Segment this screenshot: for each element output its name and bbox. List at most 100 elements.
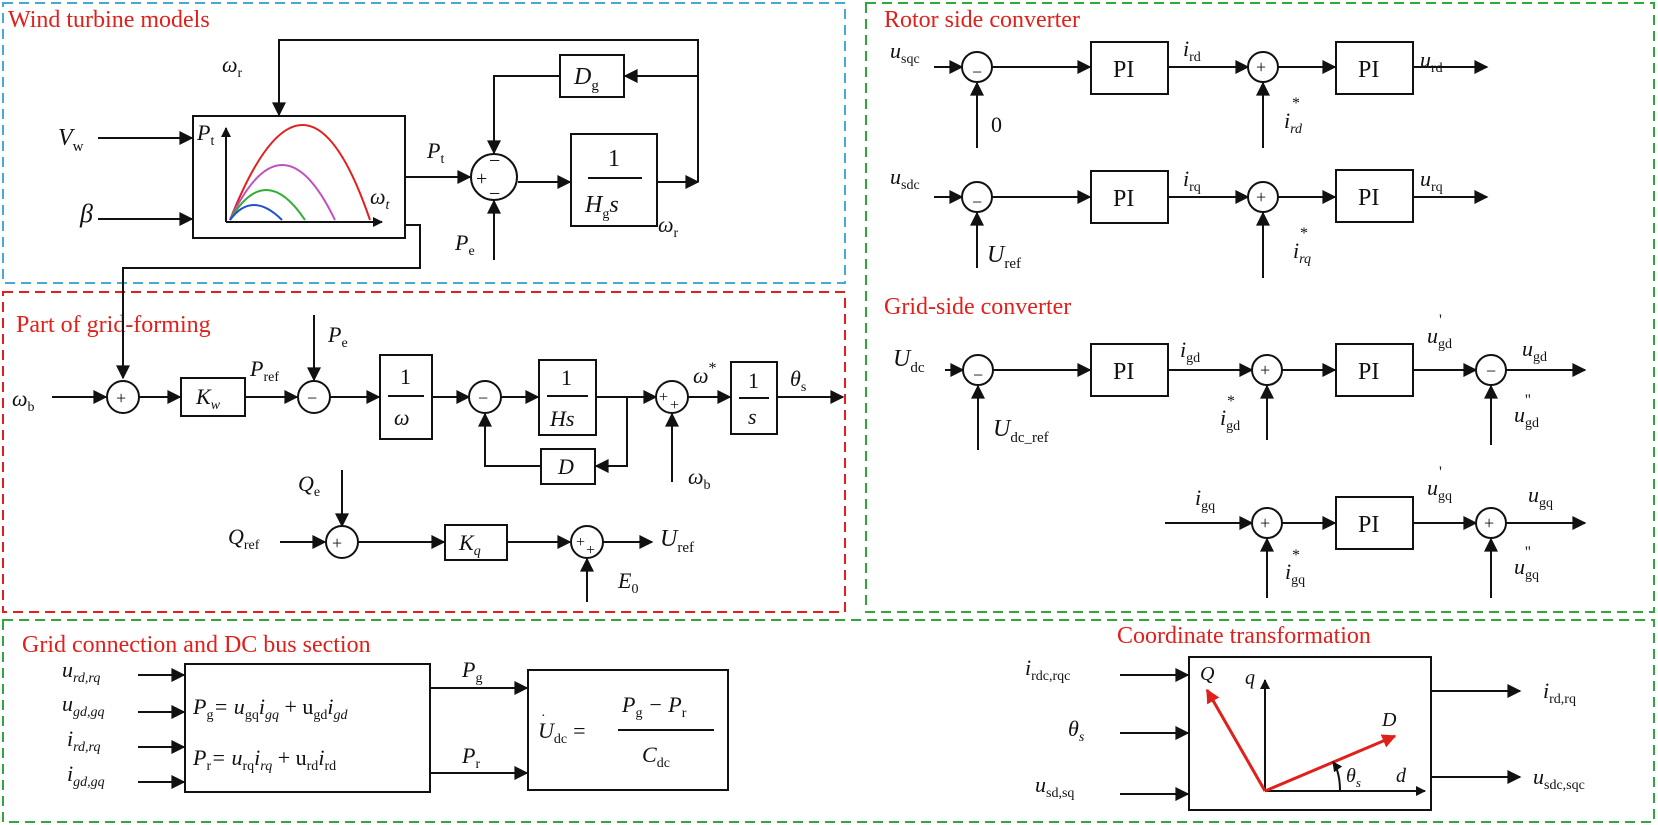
svg-text:−: − <box>1486 361 1496 381</box>
svg-text:Pg − Pr: Pg − Pr <box>621 692 687 721</box>
svg-text:d: d <box>1396 765 1407 787</box>
power-equation-block <box>184 663 431 793</box>
svg-text:q: q <box>1245 667 1255 689</box>
grid-forming-section-title: Part of grid-forming <box>16 312 211 338</box>
vw-label: Vw <box>58 125 84 155</box>
svg-text:D: D <box>1381 709 1397 731</box>
wind-section-title: Wind turbine models <box>8 7 210 33</box>
svg-text:ugd,gq: ugd,gq <box>62 691 105 720</box>
dg-block <box>559 54 625 98</box>
svg-text:Udc: Udc <box>893 346 925 376</box>
svg-text:igd: igd <box>1220 405 1240 434</box>
one-over-hs-block <box>538 359 597 436</box>
svg-text:ωt: ωt <box>370 184 391 213</box>
svg-text:θs: θs <box>1346 765 1361 790</box>
svg-text:urq: urq <box>1420 166 1443 195</box>
svg-text:PI: PI <box>1113 359 1134 385</box>
svg-text:igd,gq: igd,gq <box>67 761 105 790</box>
svg-text:θs: θs <box>790 366 806 395</box>
omega-r-label: ωr <box>222 52 243 81</box>
inertia-block <box>570 133 658 227</box>
pi-block-grid-1 <box>1090 343 1169 397</box>
svg-text:−: − <box>972 62 982 82</box>
svg-text:1: 1 <box>400 364 411 389</box>
svg-text:+: + <box>586 542 595 559</box>
svg-text:PI: PI <box>1358 185 1379 211</box>
svg-text:−: − <box>972 192 982 212</box>
converter-section-frame <box>865 2 1655 613</box>
svg-text:Pt: Pt <box>196 120 214 149</box>
svg-text:Udc_ref: Udc_ref <box>993 416 1049 446</box>
grid-side-section-title: Grid-side converter <box>884 294 1071 320</box>
svg-text:igq: igq <box>1195 485 1215 514</box>
svg-text:·: · <box>541 709 546 724</box>
svg-text:Q: Q <box>1200 663 1215 685</box>
svg-text:ωr: ωr <box>658 212 679 241</box>
svg-text:ωb: ωb <box>12 386 35 415</box>
pi-block-rotor-2 <box>1335 41 1414 95</box>
svg-text:*: * <box>1300 225 1308 242</box>
svg-text:Cdc: Cdc <box>642 742 670 771</box>
svg-text:Pg: Pg <box>461 657 482 686</box>
svg-text:+: + <box>116 388 126 408</box>
svg-text:Pref: Pref <box>249 356 279 385</box>
svg-text:Udc=: Udc= <box>538 718 586 747</box>
svg-text:+: + <box>476 168 487 190</box>
beta-label: β <box>79 199 93 228</box>
svg-text:ugq: ugq <box>1528 482 1553 511</box>
svg-text:*: * <box>1227 393 1235 410</box>
power-curve-1 <box>229 124 371 221</box>
svg-text:Hgs: Hgs <box>584 192 619 222</box>
svg-text:0: 0 <box>991 112 1002 137</box>
pi-block-rotor-1 <box>1090 41 1169 95</box>
svg-text:urd: urd <box>1420 47 1443 76</box>
svg-text:ω: ω <box>394 405 410 430</box>
svg-text:+: + <box>1260 513 1270 533</box>
svg-text:1: 1 <box>748 368 759 393</box>
svg-text:D: D <box>557 454 574 479</box>
svg-text:': ' <box>1439 464 1442 481</box>
pi-block-rotor-3 <box>1090 170 1169 224</box>
power-curve-4 <box>229 204 283 221</box>
svg-text:irdc,rqc: irdc,rqc <box>1025 655 1070 684</box>
wind-turbine-diagram: Pt ωt Vw β ωr Pt + − − Dg 1 Hgs ωr Pe <box>58 39 700 380</box>
q-axis-vector <box>1205 688 1267 792</box>
svg-text:Pg= ugqigq + ugdigd: Pg= ugqigq + ugdigd <box>192 694 348 723</box>
svg-text:+: + <box>1260 360 1270 380</box>
svg-text:PI: PI <box>1358 359 1379 385</box>
svg-text:θs: θs <box>1068 716 1085 745</box>
svg-text:ugq: ugq <box>1427 475 1452 504</box>
svg-text:'': '' <box>1525 392 1531 409</box>
svg-text:Hs: Hs <box>549 406 574 431</box>
svg-text:PI: PI <box>1358 57 1379 83</box>
pe-label: Pe <box>454 230 475 259</box>
coordinate-section-title: Coordinate transformation <box>1117 623 1371 649</box>
svg-text:E0: E0 <box>617 568 638 597</box>
grid-connection-section-title: Grid connection and DC bus section <box>22 632 371 658</box>
svg-text:ird: ird <box>1183 36 1201 65</box>
coordinate-diagram: irdc,rqc θs usd,sq Q q D d θs ird,rq usd… <box>1025 655 1585 811</box>
grid-side-diagram: Udc − Udc_ref PI igd + igd * PI ugd ' − … <box>893 312 1587 598</box>
svg-text:+: + <box>1484 513 1494 533</box>
svg-text:*: * <box>1292 95 1300 112</box>
svg-text:Pe: Pe <box>327 322 348 351</box>
power-curve-3 <box>229 189 306 221</box>
svg-text:−: − <box>489 183 500 205</box>
svg-text:+: + <box>576 534 585 551</box>
svg-text:usdc: usdc <box>890 164 920 193</box>
svg-text:ω*: ω* <box>693 360 717 388</box>
svg-text:−: − <box>489 150 500 172</box>
svg-text:igd: igd <box>1180 337 1200 366</box>
svg-text:ugd: ugd <box>1514 402 1539 431</box>
pt-label: Pt <box>426 138 444 167</box>
svg-text:Pr: Pr <box>461 743 480 772</box>
svg-text:Qe: Qe <box>298 471 320 500</box>
grid-connection-diagram: urd,rq ugd,gq ird,rq igd,gq Pg= ugqigq +… <box>62 657 729 793</box>
svg-text:usdc,sqc: usdc,sqc <box>1533 764 1585 793</box>
svg-text:*: * <box>1292 547 1300 564</box>
svg-text:−: − <box>307 388 317 408</box>
damping-d-block <box>540 448 596 485</box>
svg-text:irq: irq <box>1183 166 1201 195</box>
svg-text:Uref: Uref <box>660 526 694 556</box>
